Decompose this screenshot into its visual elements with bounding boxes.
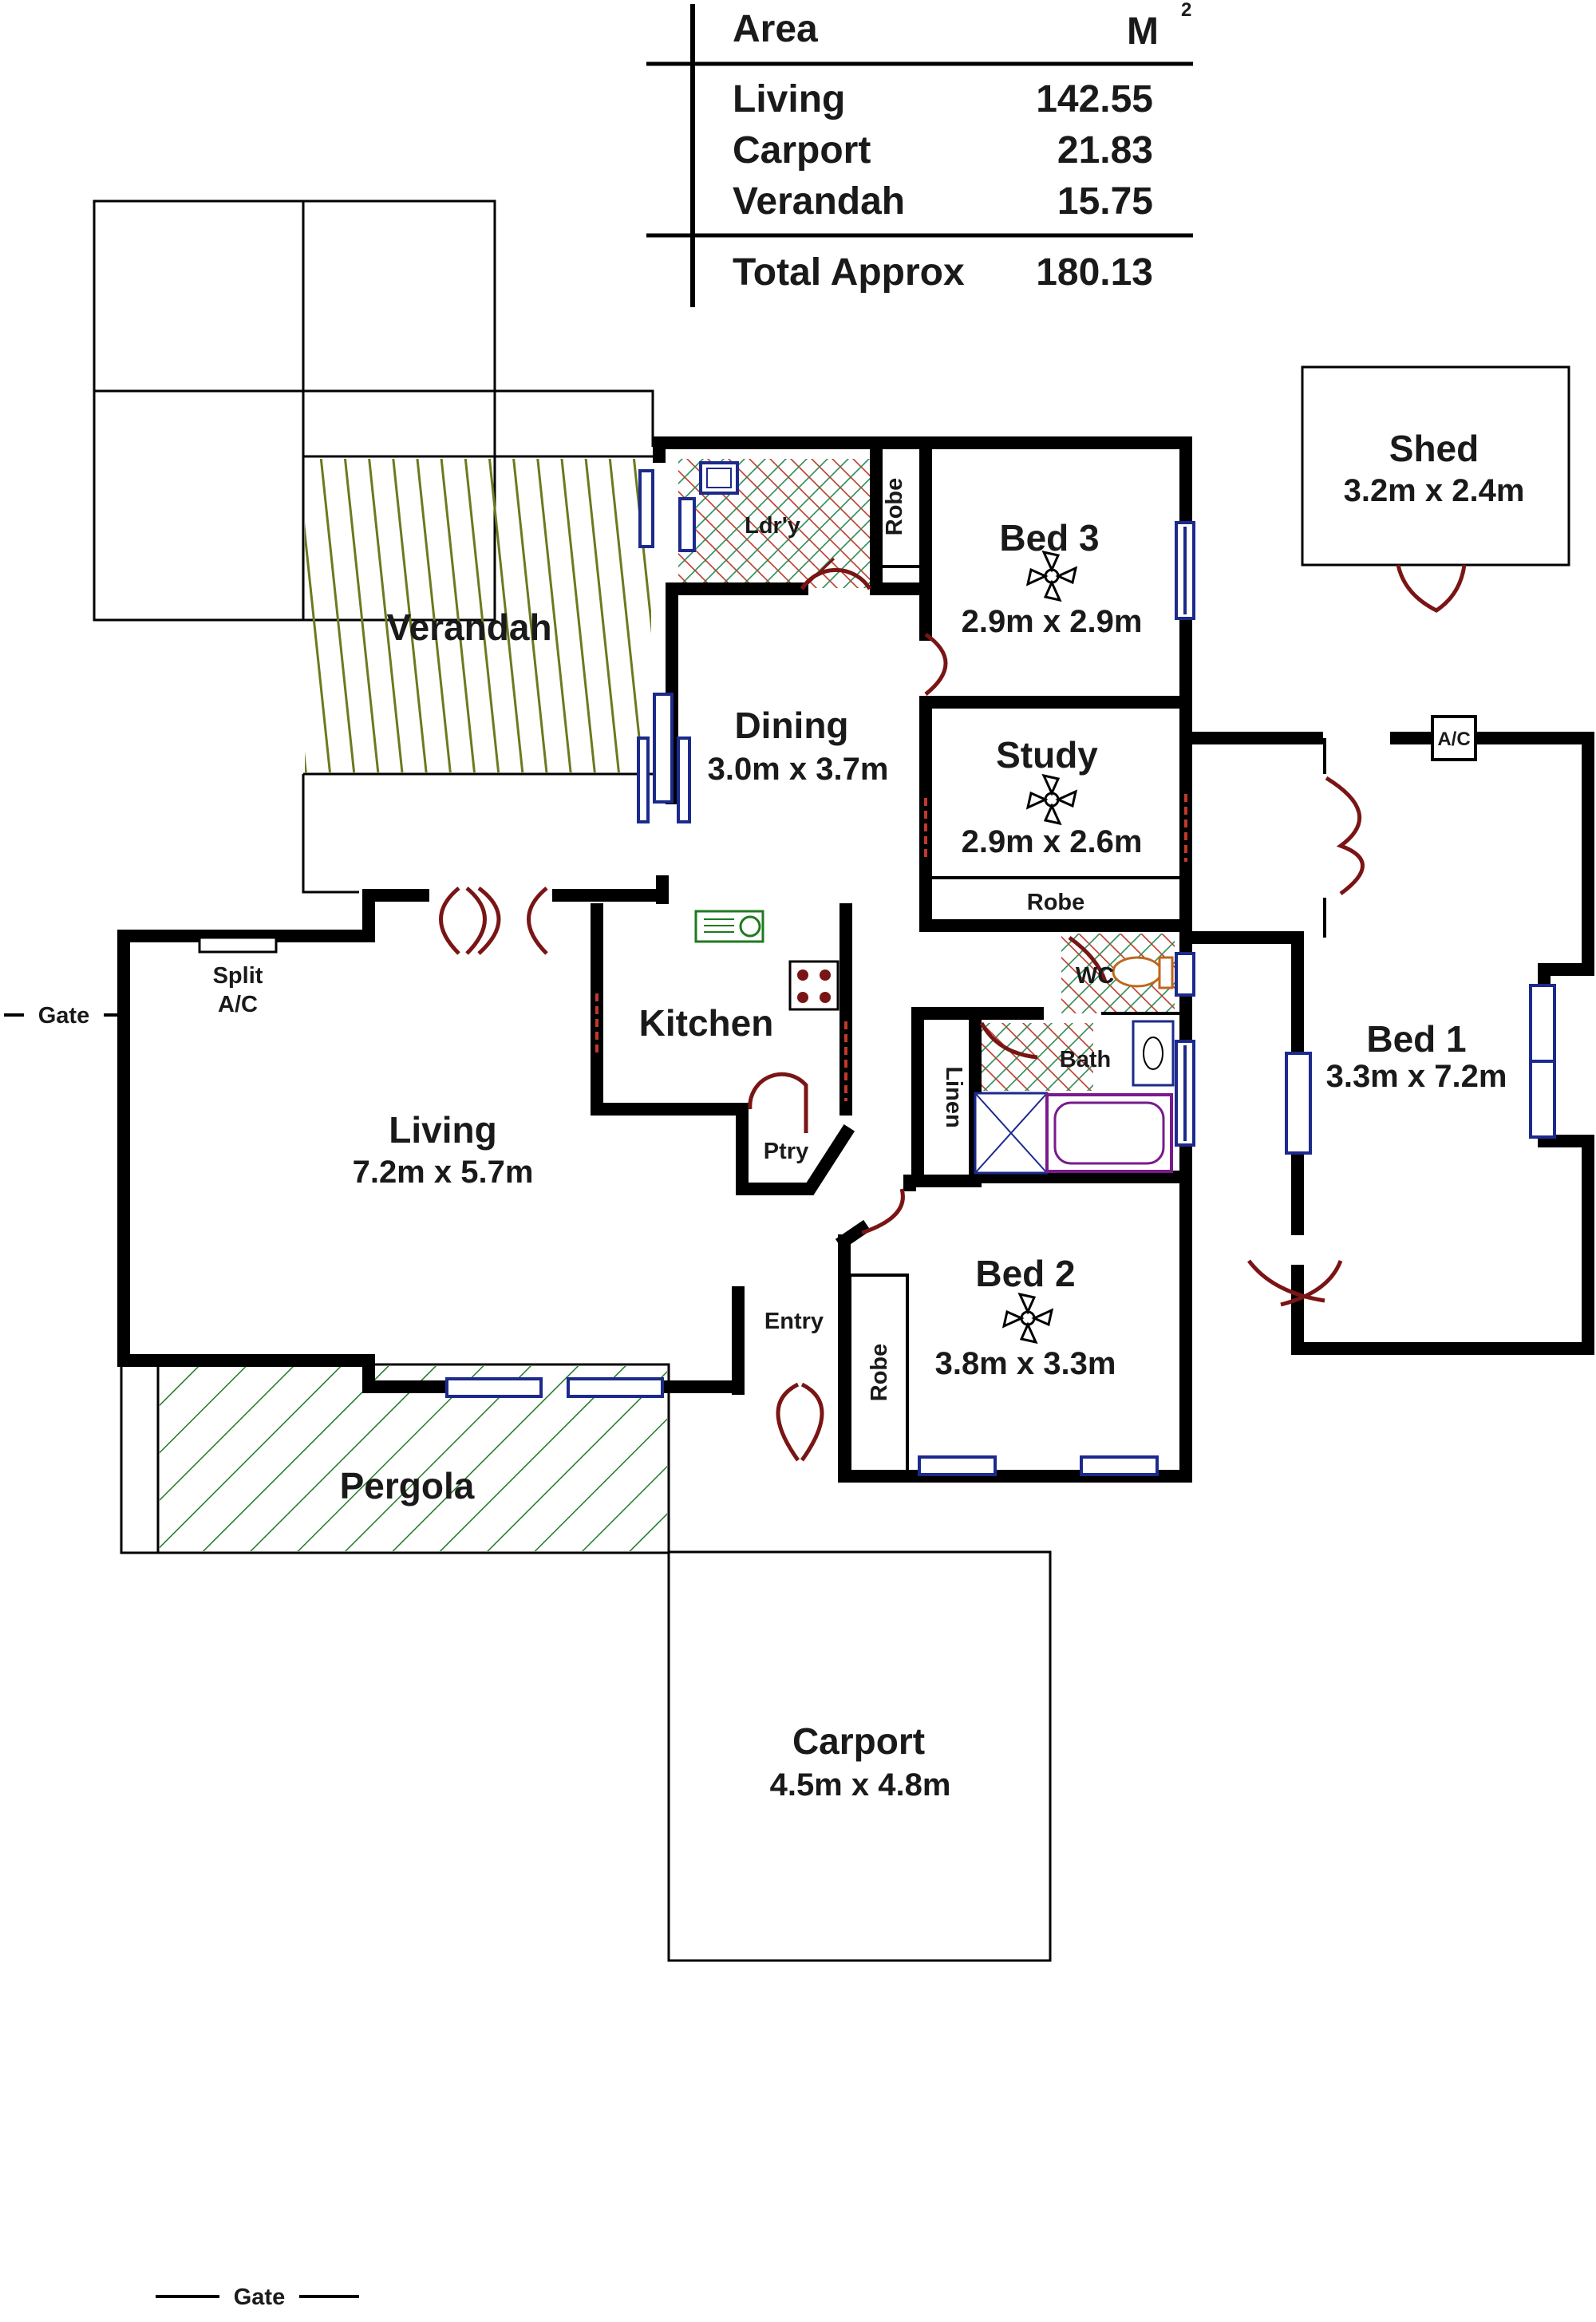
area-table: Area M 2 Living 142.55 Carport 21.83 Ver… <box>646 0 1193 307</box>
window <box>638 469 654 548</box>
table-total-value: 180.13 <box>1036 251 1153 294</box>
verandah-label: Verandah <box>386 606 551 648</box>
pergola-outline <box>120 1363 670 1554</box>
ac-unit-box <box>1431 715 1477 761</box>
bed2-dims: 3.8m x 3.3m <box>935 1346 1116 1381</box>
table-row-value: 15.75 <box>1057 180 1153 223</box>
split-ac-label: Split <box>213 963 263 989</box>
living-dims: 7.2m x 5.7m <box>353 1155 534 1190</box>
table-row-value: 21.83 <box>1057 129 1153 172</box>
split-ac-label: A/C <box>218 992 258 1017</box>
kitchen-label: Kitchen <box>639 1002 774 1044</box>
bed1-door-b <box>1247 1259 1343 1307</box>
living-french-door <box>439 886 548 955</box>
gate-bottom-label: Gate <box>234 2284 285 2310</box>
bath-label: Bath <box>1060 1047 1111 1072</box>
carport-name: Carport <box>792 1720 925 1762</box>
robe-bed2-label: Robe <box>867 1344 892 1402</box>
window <box>637 736 650 823</box>
table-row-label: Verandah <box>733 180 905 223</box>
laundry-label: Ldr'y <box>745 513 800 539</box>
dining-dims: 3.0m x 3.7m <box>708 752 889 787</box>
linen-label: Linen <box>941 1066 966 1127</box>
window <box>678 497 696 552</box>
entry-label: Entry <box>764 1309 824 1334</box>
wc-label: WC <box>1076 963 1114 989</box>
bed1-dims: 3.3m x 7.2m <box>1326 1059 1507 1094</box>
shed-door <box>1396 564 1467 613</box>
fixtures <box>198 461 1477 1175</box>
window <box>653 693 674 804</box>
window <box>567 1377 664 1398</box>
study-name: Study <box>996 734 1098 776</box>
ceiling-fan-icon <box>1025 773 1078 826</box>
bed1-door-a <box>1325 776 1365 896</box>
shed-name: Shed <box>1389 428 1479 469</box>
outbuildings <box>93 199 1570 1962</box>
living-name: Living <box>389 1109 496 1151</box>
table-row-value: 142.55 <box>1036 78 1153 120</box>
window <box>1285 1052 1312 1155</box>
bed2-door <box>861 1188 905 1235</box>
laundry-door <box>800 567 872 590</box>
ac-label: A/C <box>1437 729 1470 750</box>
shed-outline <box>1301 365 1570 567</box>
carport-dims: 4.5m x 4.8m <box>770 1767 951 1803</box>
verandah-hatch <box>305 459 651 772</box>
cooktop <box>788 960 839 1011</box>
table-header-sup: 2 <box>1181 0 1191 21</box>
window <box>918 1455 997 1476</box>
openings <box>595 794 1187 1101</box>
shed-dims: 3.2m x 2.4m <box>1344 473 1525 508</box>
room-labels: Verandah Ldr'y Robe Bed 3 2.9m x 2.9m Di… <box>38 428 1525 2310</box>
window <box>1175 952 1195 997</box>
wc-door <box>1068 935 1108 982</box>
thin-walls <box>848 445 1326 1475</box>
window <box>445 1377 543 1398</box>
bed1-name: Bed 1 <box>1366 1018 1466 1060</box>
table-row-label: Carport <box>733 129 871 172</box>
window <box>1529 1060 1556 1139</box>
dining-name: Dining <box>734 705 848 746</box>
bed3-door <box>924 632 948 696</box>
window <box>677 736 691 823</box>
gate-left-label: Gate <box>38 1003 89 1029</box>
study-dims: 2.9m x 2.6m <box>962 824 1143 859</box>
bed3-name: Bed 3 <box>999 517 1099 559</box>
laundry-tub <box>699 461 739 495</box>
pergola-label: Pergola <box>340 1465 475 1507</box>
bathtub <box>1045 1093 1173 1173</box>
table-header-unit: M <box>1127 10 1159 53</box>
ceiling-fan-icon <box>1025 550 1078 602</box>
carport-outline <box>667 1550 1052 1962</box>
table-row-label: Living <box>733 78 845 120</box>
windows <box>445 469 1556 1476</box>
bed2-name: Bed 2 <box>975 1253 1075 1294</box>
robe-bed2-box <box>848 1274 909 1475</box>
pantry-label: Ptry <box>764 1139 808 1164</box>
ceiling-fan-icon <box>1001 1292 1054 1345</box>
table-header-area: Area <box>733 8 818 50</box>
table-total-label: Total Approx <box>733 251 965 294</box>
bed3-dims: 2.9m x 2.9m <box>962 604 1143 639</box>
doors <box>439 557 1467 1462</box>
toilet <box>1112 956 1163 988</box>
vanity <box>1132 1020 1175 1087</box>
bath-door <box>979 1021 1038 1060</box>
split-ac-unit <box>198 936 278 954</box>
verandah-frame <box>303 389 654 447</box>
robe-study-label: Robe <box>1027 890 1085 915</box>
paving-block <box>93 199 496 622</box>
robe-bed3-label: Robe <box>882 478 907 536</box>
entry-door <box>776 1382 824 1462</box>
window <box>1080 1455 1159 1476</box>
robe-bed3-box <box>878 445 926 568</box>
pantry-door <box>748 1072 808 1133</box>
